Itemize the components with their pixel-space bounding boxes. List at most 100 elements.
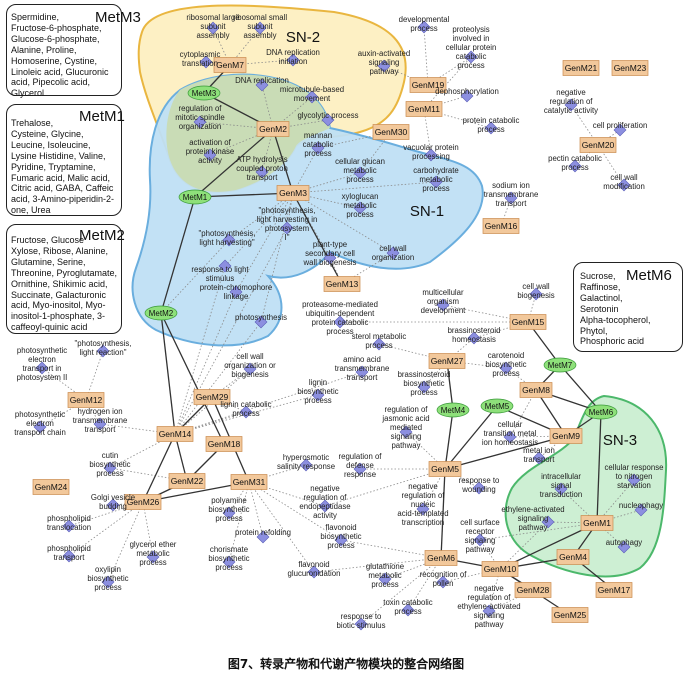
metabolite-list-line: Linoleic acid, Glucuronic <box>11 66 109 77</box>
nodes-layer <box>32 20 649 631</box>
go-term-label-line: transmembrane <box>335 364 390 373</box>
go-term-label-line: glutathione <box>366 562 404 571</box>
metm1-box-body: Trehalose,Cysteine, Glycine,Leucine, Iso… <box>11 118 114 216</box>
go-term-label-line: development <box>421 306 466 315</box>
gene-module-label: GenM17 <box>598 585 631 595</box>
go-edge <box>142 501 154 558</box>
go-term-label-line: salinity response <box>277 462 335 471</box>
go-term-label-line: dephosphorylation <box>435 87 499 96</box>
metabolite-module-node <box>436 402 470 418</box>
go-term-label-line: ribosomal large <box>186 13 239 22</box>
go-term-label-line: catabolic <box>303 140 334 149</box>
go-term-diamond <box>253 21 267 35</box>
go-term-diamond <box>280 221 294 235</box>
go-term-diamond <box>372 337 386 351</box>
go-term-label-line: pathway <box>369 67 398 76</box>
go-term-label-line: transport <box>524 455 556 464</box>
go-term-label-line: response to light <box>191 265 249 274</box>
go-term-label-line: transport <box>347 373 379 382</box>
go-term-label-line: DNA replication <box>266 48 320 57</box>
go-term-label-line: phospholipid <box>47 544 91 553</box>
go-term-label-line: brassinosteroid <box>398 370 451 379</box>
metabolite-list-line: Citric acid, GABA, Caffeic <box>11 183 114 194</box>
go-term-diamond <box>424 148 438 162</box>
go-term-label-line: cellular protein <box>446 43 497 52</box>
module-edge <box>160 312 225 445</box>
go-edge <box>341 252 394 285</box>
go-term-label-line: electron <box>26 419 54 428</box>
go-term-label-line: transmembrane <box>73 416 128 425</box>
go-edge <box>442 568 501 583</box>
go-term-diamond <box>503 430 517 444</box>
go-term-label-line: activation of <box>189 138 231 147</box>
metabolite-list-line: Glycerol <box>11 88 45 99</box>
go-edge <box>423 56 472 110</box>
go-term-diamond <box>564 98 578 112</box>
metabolite-module-node <box>144 305 178 321</box>
metabolite-list-line: Leucine, Isoleucine, <box>11 139 91 150</box>
gene-module-node <box>193 389 231 405</box>
metabolite-module-node <box>187 85 221 101</box>
subnetwork-regions <box>131 4 668 578</box>
go-term-diamond <box>62 519 76 533</box>
gene-module-label: GenM16 <box>485 221 518 231</box>
go-term-label-line: "photosynthesis, <box>75 339 132 348</box>
go-term-label-line: cutin <box>102 451 118 460</box>
go-term-label: autophagy <box>606 538 643 547</box>
go-edge <box>596 479 635 524</box>
go-term-diamond <box>255 78 269 92</box>
go-term-label-line: regulation of <box>550 97 594 106</box>
metabolite-list-line: acid, 3-Amino-piperidin-2- <box>11 194 115 205</box>
go-term-label-line: negative <box>408 482 437 491</box>
sn3-label: SN-3 <box>603 432 637 449</box>
go-edge <box>286 192 294 229</box>
go-edge <box>107 501 144 583</box>
go-term-label-line: organization or <box>224 361 276 370</box>
go-term-label-line: process <box>492 369 519 378</box>
go-term-label-line: biosynthetic <box>485 360 526 369</box>
go-term-label-line: metabolic <box>136 549 169 558</box>
module-edge <box>444 435 567 470</box>
go-edge <box>235 192 294 293</box>
go-edge <box>446 360 507 369</box>
metabolite-module-label: MetM6 <box>589 408 614 417</box>
go-term-label-line: protein-chromophore <box>200 283 272 292</box>
go-edge <box>505 367 537 391</box>
go-term-label-line: carbohydrate <box>413 166 459 175</box>
go-term-label-line: mannan <box>304 131 332 140</box>
go-term-label-line: catabolic <box>456 52 487 61</box>
gene-module-node <box>32 479 70 495</box>
go-term-label-line: subunit <box>247 22 273 31</box>
gene-module-label: GenM9 <box>552 431 580 441</box>
go-edge <box>423 360 448 388</box>
gene-module-label: GenM20 <box>582 140 615 150</box>
go-term-label-line: activity <box>313 511 337 520</box>
go-edge <box>444 468 480 489</box>
gene-module-node <box>428 461 462 477</box>
go-term-diamond <box>103 461 117 475</box>
go-term-label-line: response <box>344 470 376 479</box>
go-term-diamond <box>96 344 110 358</box>
module-edge <box>440 468 446 559</box>
go-term-label-line: amino acid <box>343 355 381 364</box>
go-term-label-line: process <box>304 396 331 405</box>
go-term-diamond <box>417 380 431 394</box>
go-term-label-line: movement <box>294 94 331 103</box>
go-term-label-line: nucleic <box>411 500 435 509</box>
